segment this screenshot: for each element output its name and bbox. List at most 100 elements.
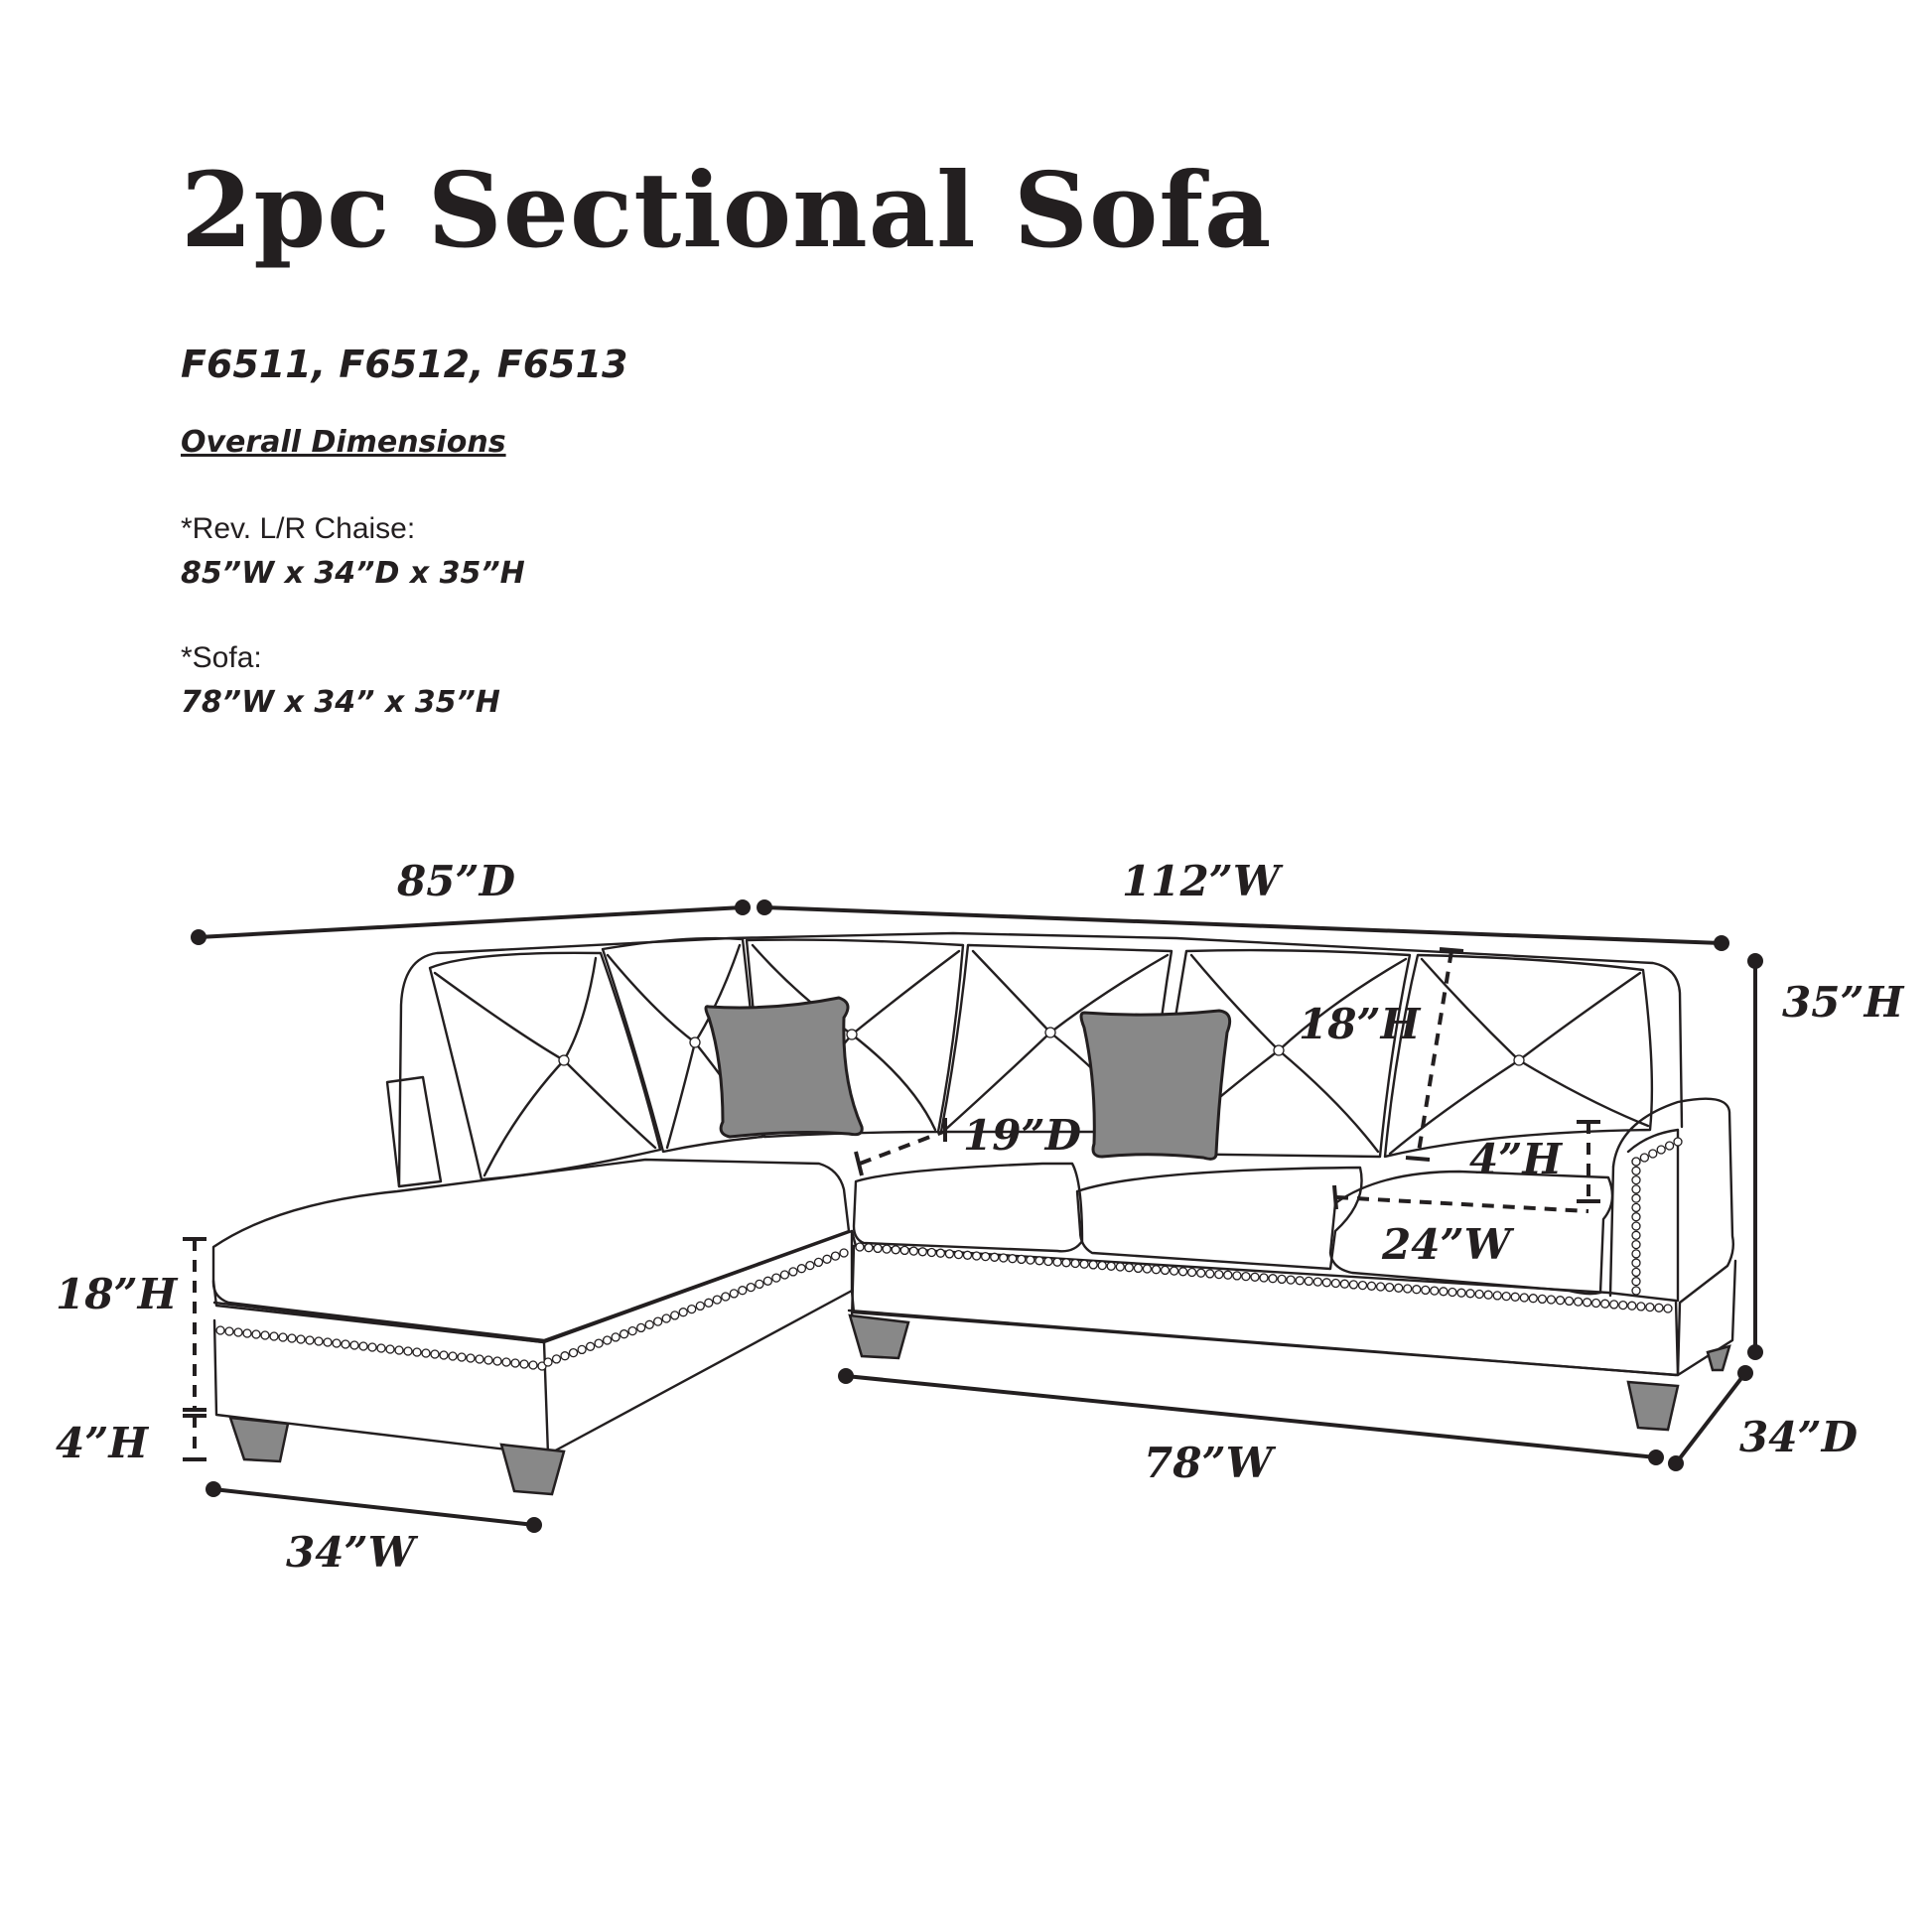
nailhead	[1259, 1273, 1269, 1283]
nailhead	[1631, 1193, 1641, 1203]
nailhead	[1654, 1303, 1664, 1312]
nailhead	[233, 1327, 243, 1337]
chaise-spec-value: 85”W x 34”D x 35”H	[181, 556, 525, 591]
nailhead	[1070, 1258, 1080, 1269]
nailhead	[944, 1249, 955, 1259]
nailhead	[704, 1298, 714, 1308]
nailhead	[855, 1242, 865, 1252]
chaise-side-panel	[385, 1075, 443, 1188]
nailhead	[349, 1340, 359, 1350]
nailhead	[1631, 1212, 1641, 1222]
nailhead	[746, 1282, 756, 1293]
nailhead	[1366, 1281, 1377, 1291]
nailhead	[962, 1250, 973, 1260]
nailhead	[1160, 1265, 1171, 1276]
dimension-lines	[183, 899, 1763, 1533]
nailhead	[296, 1334, 306, 1344]
dim-arm-height: 4”H	[1469, 1135, 1563, 1183]
nailhead	[1627, 1301, 1637, 1311]
nailhead	[1017, 1254, 1027, 1265]
nailhead	[1631, 1166, 1641, 1175]
nailhead	[729, 1289, 739, 1299]
nailhead	[602, 1335, 613, 1345]
nailhead	[813, 1257, 824, 1268]
nailhead	[830, 1251, 841, 1261]
nailhead	[1546, 1295, 1557, 1305]
nailhead	[1609, 1300, 1619, 1310]
nailhead	[1664, 1141, 1675, 1151]
nailhead	[385, 1344, 395, 1354]
nailhead	[1519, 1293, 1529, 1303]
nailhead	[738, 1286, 748, 1296]
nailhead	[1312, 1277, 1322, 1287]
nailhead	[1241, 1271, 1251, 1282]
nailhead	[1151, 1265, 1162, 1275]
nailhead	[394, 1345, 404, 1355]
leg-5	[1706, 1344, 1731, 1372]
nailhead	[1330, 1278, 1341, 1289]
chaise-spec-label: *Rev. L/R Chaise:	[181, 512, 416, 545]
nailhead	[1510, 1292, 1520, 1302]
nailhead	[1439, 1287, 1449, 1297]
nailhead	[287, 1333, 297, 1343]
nailhead	[1223, 1270, 1233, 1280]
nailhead	[1214, 1269, 1224, 1280]
right-arm	[1611, 1097, 1737, 1377]
nailhead	[1124, 1263, 1134, 1273]
dim-leg-height: 4”H	[56, 1419, 149, 1467]
nailhead	[1430, 1286, 1440, 1296]
nailhead	[788, 1267, 798, 1277]
nailhead	[376, 1343, 386, 1353]
nailhead	[1564, 1296, 1575, 1307]
nailhead	[1097, 1260, 1107, 1271]
nailhead	[1052, 1257, 1062, 1267]
nailhead	[358, 1341, 368, 1351]
nailhead	[278, 1332, 288, 1342]
nailhead	[762, 1276, 773, 1286]
nailhead	[483, 1355, 493, 1365]
nailhead	[1186, 1267, 1197, 1278]
nailhead	[1639, 1153, 1650, 1163]
nailhead	[1026, 1255, 1035, 1265]
nailhead	[260, 1330, 270, 1340]
throw-pillow-right	[1079, 1009, 1232, 1161]
nailhead	[430, 1349, 440, 1359]
nailhead	[1043, 1256, 1053, 1267]
nailhead	[1631, 1230, 1641, 1240]
dim-sofa-depth: 34”D	[1739, 1413, 1859, 1461]
nailhead	[1133, 1263, 1144, 1274]
nailhead	[1205, 1269, 1215, 1279]
nailhead	[1631, 1157, 1641, 1167]
nailhead	[1465, 1289, 1475, 1299]
nailhead	[1528, 1294, 1538, 1304]
nailhead	[1631, 1239, 1641, 1250]
nailhead	[1648, 1149, 1658, 1159]
nailhead	[611, 1332, 621, 1342]
nailhead	[323, 1337, 333, 1347]
nailhead	[1196, 1268, 1206, 1278]
nailhead	[805, 1260, 815, 1271]
leg-3	[848, 1313, 910, 1360]
nailhead	[882, 1244, 892, 1254]
nailhead	[421, 1348, 431, 1358]
sofa-spec-value: 78”W x 34” x 35”H	[181, 685, 500, 720]
nailhead	[1492, 1291, 1502, 1301]
nailhead	[1268, 1274, 1278, 1284]
nailhead	[822, 1254, 832, 1264]
nailhead	[644, 1319, 654, 1329]
nailhead	[873, 1243, 883, 1254]
dim-seat-depth: 19”D	[963, 1111, 1082, 1160]
seat-cushion-3	[1328, 1170, 1614, 1296]
nailhead	[1394, 1283, 1404, 1293]
dim-total-height: 35”H	[1782, 978, 1905, 1027]
nailhead	[215, 1325, 225, 1335]
dim-chaise-seat-height: 18”H	[56, 1270, 179, 1318]
nailhead	[1501, 1291, 1511, 1302]
nailhead	[1232, 1271, 1242, 1281]
nailhead	[1384, 1282, 1395, 1293]
nailhead	[796, 1264, 807, 1274]
nailhead	[619, 1329, 629, 1339]
seat-cushion-2	[1075, 1166, 1363, 1271]
nailhead	[1115, 1262, 1125, 1272]
nailhead	[501, 1357, 511, 1367]
